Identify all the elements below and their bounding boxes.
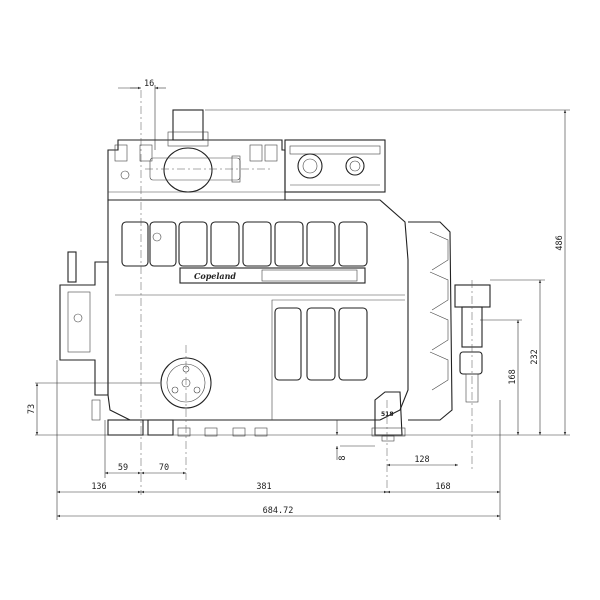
dimension-lines: 16 486 232 168 73 8 128 59 70 136 381 16…	[27, 79, 567, 518]
compressor-body: Copeland	[59, 90, 491, 495]
suction-valve	[145, 109, 270, 193]
dim-684-72: 684.72	[263, 506, 294, 516]
dim-73: 73	[27, 404, 37, 414]
extension-lines	[35, 85, 570, 520]
dim-70: 70	[159, 463, 169, 473]
brand-label: Copeland	[194, 271, 236, 281]
brand-plate: Copeland	[179, 267, 366, 284]
dim-168-horizontal: 168	[435, 482, 450, 492]
dim-16: 16	[144, 79, 154, 89]
dim-128: 128	[414, 455, 429, 465]
oil-pump-cover	[59, 251, 109, 421]
crankcase	[107, 199, 409, 421]
dim-486: 486	[555, 235, 565, 250]
foot-label: 518	[381, 411, 394, 418]
motor-end-cover	[408, 221, 453, 421]
dim-8: 8	[338, 455, 348, 460]
discharge-valve	[454, 280, 491, 470]
dim-136: 136	[91, 482, 106, 492]
mounting-feet: 518	[107, 391, 406, 442]
cooling-ribs	[121, 221, 368, 381]
dim-168-vertical: 168	[508, 369, 518, 384]
dim-232: 232	[530, 349, 540, 364]
dim-381: 381	[256, 482, 271, 492]
dim-59: 59	[118, 463, 128, 473]
terminal-box	[284, 139, 386, 193]
